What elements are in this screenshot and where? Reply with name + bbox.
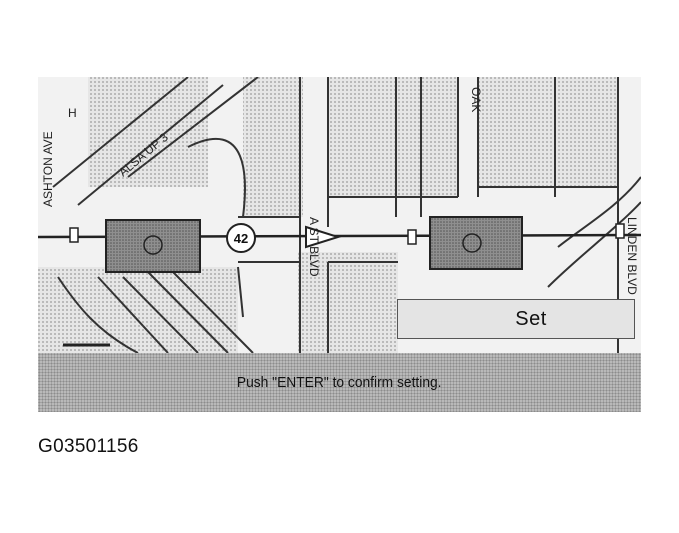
waypoint-flag-right [615, 223, 625, 239]
route-marker-right-circle [462, 233, 482, 253]
street-label-left: ASHTON AVE [41, 131, 55, 207]
navigation-screen: 42 ASHTON AVE H ALSA UP 3 A ST BLVD OAK … [38, 77, 641, 412]
status-message: Push "ENTER" to confirm setting. [237, 374, 442, 391]
street-label-right: LINDEN BLVD [625, 217, 639, 295]
status-bar: Push "ENTER" to confirm setting. [38, 353, 641, 412]
direction-arrow [305, 225, 342, 249]
set-button[interactable]: Set [397, 299, 635, 339]
route-number: 42 [234, 231, 248, 246]
roads [52, 77, 641, 353]
street-label-center: A ST BLVD [307, 217, 321, 277]
block-top-right [478, 77, 618, 187]
block-bottom-center [298, 252, 398, 353]
street-label-right-top: OAK [469, 87, 483, 112]
block-top-center [243, 77, 303, 217]
waypoint-flag-left [69, 227, 79, 243]
block-top-mid [328, 77, 458, 197]
route-marker-left [105, 219, 201, 273]
route-marker-left-circle [143, 235, 163, 255]
waypoint-flag-center [407, 229, 417, 245]
route-number-shield [226, 223, 256, 253]
block-top-left [88, 77, 208, 187]
map-view[interactable]: 42 ASHTON AVE H ALSA UP 3 A ST BLVD OAK … [38, 77, 641, 353]
figure-id: G03501156 [38, 436, 139, 457]
street-label-left-top: H [68, 106, 77, 120]
set-button-label: Set [515, 307, 547, 330]
block-bottom-left [38, 267, 238, 353]
route-marker-right [429, 216, 523, 270]
